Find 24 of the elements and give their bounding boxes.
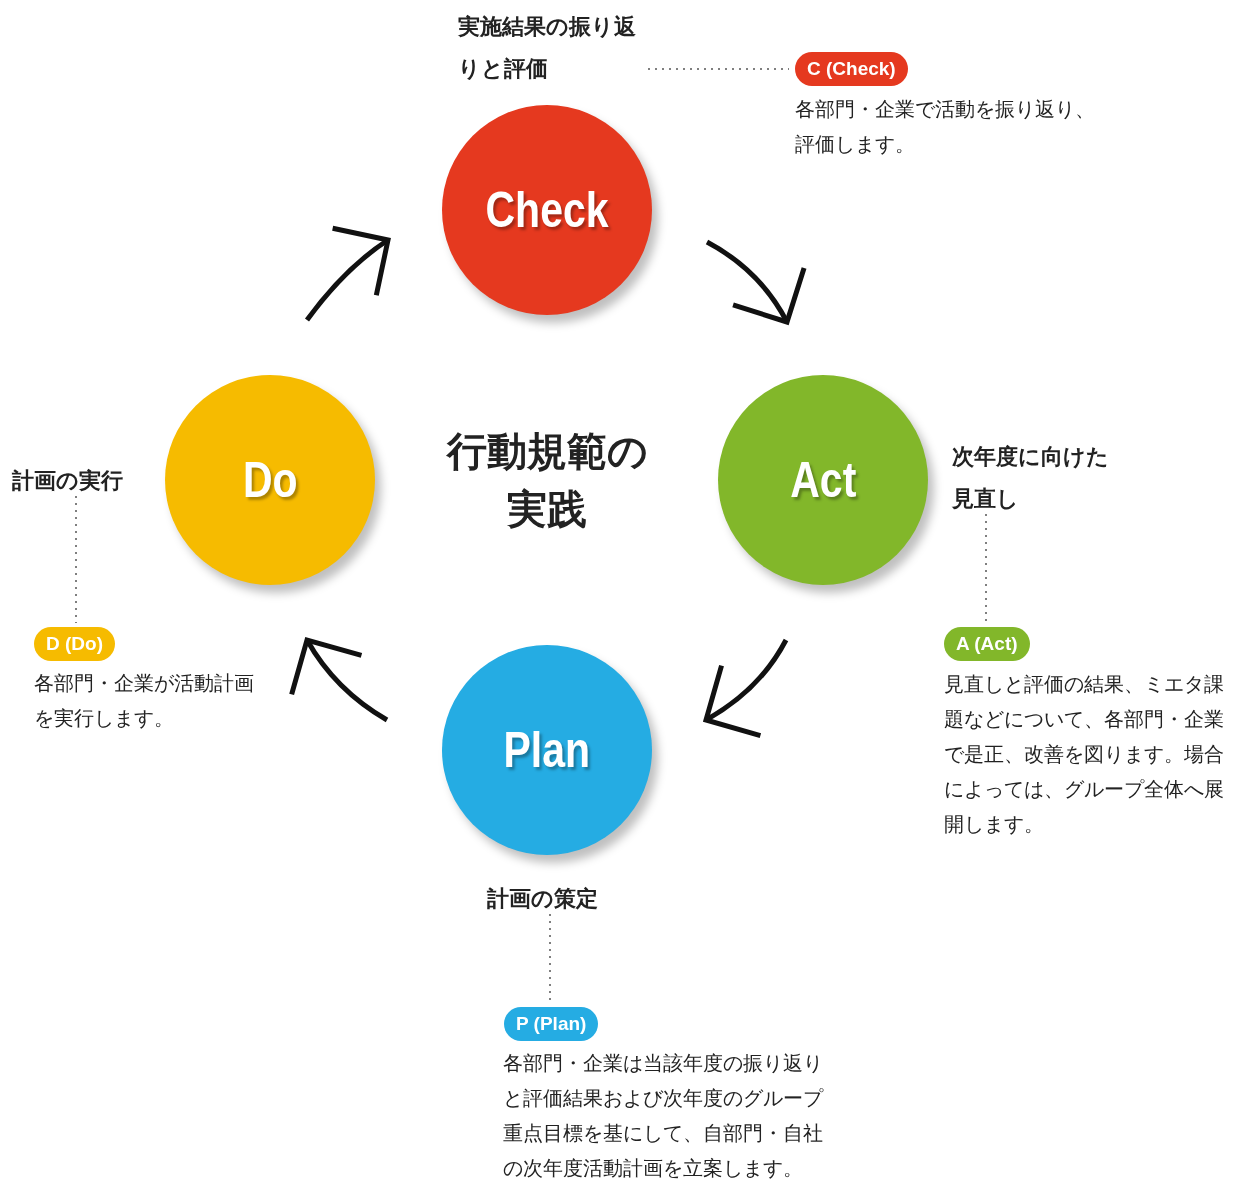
cycle-arrow — [705, 239, 806, 325]
step-caption: 実施結果の振り返りと評価 — [458, 6, 638, 90]
phase-title: Plan — [503, 721, 591, 779]
step-caption: 計画の策定 — [487, 878, 647, 920]
description-text: 各部門・企業は当該年度の振り返りと評価結果および次年度のグループ重点目標を基にして、自部門・自社の次年度活動計画を立案します。 — [503, 1051, 825, 1182]
phase-badge: C (Check) — [795, 52, 908, 86]
leader-line — [985, 513, 987, 624]
step-caption: 計画の実行 — [12, 460, 172, 502]
leader-line — [75, 495, 77, 624]
phase-title: Do — [242, 451, 298, 509]
center-title: 行動規範の実践 — [445, 427, 649, 534]
leader-line — [647, 68, 790, 70]
description-text: 各部門・企業が活動計画を実行します。 — [34, 671, 255, 732]
phase-title: Check — [485, 181, 609, 239]
phase-badge: D (Do) — [34, 627, 115, 661]
phase-badge: A (Act) — [944, 627, 1030, 661]
description-text: 見直しと評価の結果、ミエタ課題などについて、各部門・企業で是正、改善を図ります。場合によっては、グループ全体へ展開します。 — [944, 672, 1225, 838]
phase-title: Act — [789, 451, 857, 509]
step-caption: 次年度に向けた見直し — [952, 436, 1112, 520]
cycle-arrow — [703, 638, 789, 737]
cycle-arrow — [305, 226, 391, 322]
cycle-arrow — [290, 637, 389, 723]
phase-badge: P (Plan) — [504, 1007, 599, 1041]
description-text: 各部門・企業で活動を振り返り、評価します。 — [795, 97, 1096, 158]
